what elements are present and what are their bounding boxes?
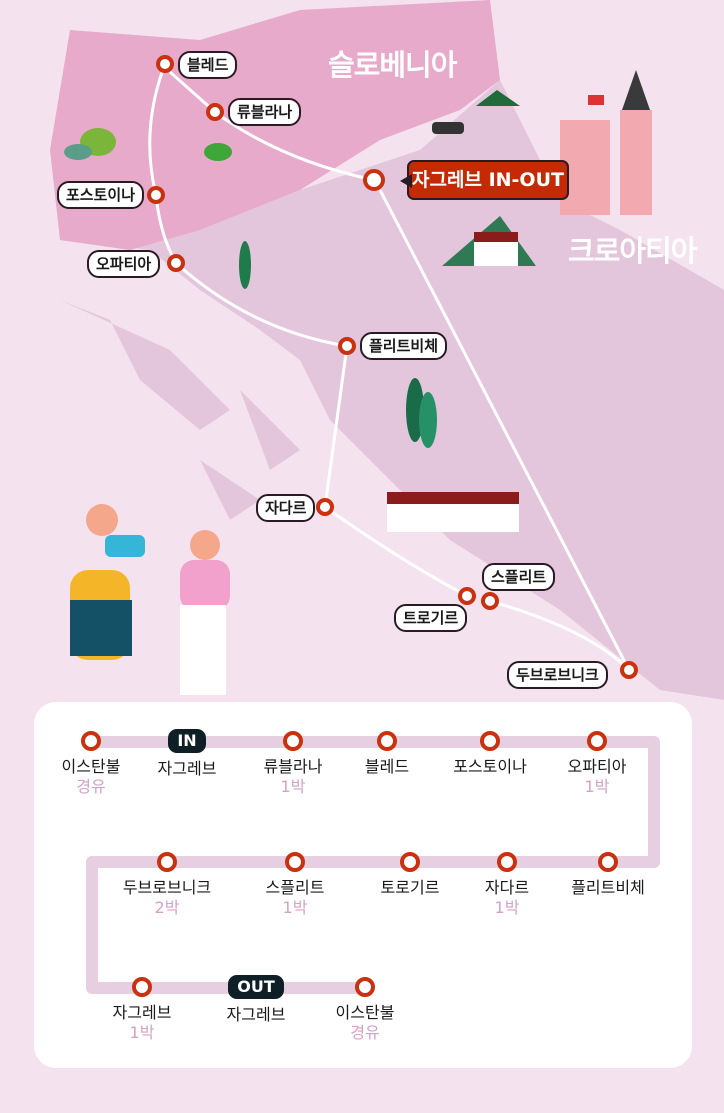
stop-note: 1박 xyxy=(280,777,306,796)
travelers-illustration xyxy=(70,504,230,695)
mountain-icon xyxy=(476,90,520,106)
stop-name: 이스탄불 xyxy=(61,757,121,776)
stop-marker xyxy=(157,852,177,872)
itinerary-stop[interactable]: 토로기르 xyxy=(355,852,465,898)
route-lines xyxy=(148,63,631,672)
stop-marker xyxy=(377,731,397,751)
stop-note: 1박 xyxy=(129,1023,155,1042)
stop-marker xyxy=(355,977,375,997)
stop-note: 1박 xyxy=(584,777,610,796)
stop-note: 1박 xyxy=(494,898,520,917)
stop-note: 2박 xyxy=(154,898,180,917)
stop-marker xyxy=(598,852,618,872)
map-label-ljubljana: 류블라나 xyxy=(228,98,302,126)
map-marker-split[interactable] xyxy=(481,592,499,610)
stop-note: 경유 xyxy=(76,777,106,796)
map-label-plitvice: 플리트비체 xyxy=(360,332,448,360)
stop-name: 자그레브 xyxy=(112,1003,172,1022)
town-illustration xyxy=(387,216,536,532)
stop-name: 이스탄불 xyxy=(335,1003,395,1022)
in-badge: IN xyxy=(168,729,206,753)
stop-name: 오파티아 xyxy=(567,757,627,776)
stop-marker xyxy=(480,731,500,751)
stop-name: 두브로브니크 xyxy=(122,878,212,897)
stop-note: 경유 xyxy=(350,1023,380,1042)
stop-name: 토로기르 xyxy=(380,878,440,897)
stop-name: 블레드 xyxy=(364,757,410,776)
map-label-dubrovnik: 두브로브니크 xyxy=(507,661,608,689)
itinerary-stop[interactable]: 플리트비체 xyxy=(553,852,663,898)
stop-name: 자다르 xyxy=(484,878,530,897)
coast-islands xyxy=(60,300,300,520)
stop-marker xyxy=(400,852,420,872)
map-marker-ljubljana[interactable] xyxy=(206,103,224,121)
out-badge: OUT xyxy=(228,975,284,999)
stop-name: 플리트비체 xyxy=(571,878,645,897)
map-marker-plitvice[interactable] xyxy=(338,337,356,355)
map-label-opatija: 오파티아 xyxy=(87,250,161,278)
itinerary-stop[interactable]: OUT 자그레브 xyxy=(201,975,311,1025)
car-icon xyxy=(432,122,464,134)
map-marker-bled[interactable] xyxy=(156,55,174,73)
map-label-split: 스플리트 xyxy=(482,563,556,591)
stop-marker xyxy=(81,731,101,751)
stop-marker xyxy=(497,852,517,872)
itinerary-stop[interactable]: 블레드 xyxy=(332,731,442,777)
stop-name: 류블라나 xyxy=(263,757,323,776)
map-label-postojna: 포스토이나 xyxy=(57,181,145,209)
itinerary-stop[interactable]: 포스토이나 xyxy=(435,731,545,777)
country-label-slovenia: 슬로베니아 xyxy=(328,48,457,82)
tree-icon xyxy=(239,241,437,448)
croatia-region xyxy=(60,80,724,700)
stop-marker xyxy=(132,977,152,997)
itinerary-stop[interactable]: IN 자그레브 xyxy=(132,729,242,779)
map-marker-opatija[interactable] xyxy=(167,254,185,272)
stop-note: 1박 xyxy=(282,898,308,917)
map-label-zadar: 자다르 xyxy=(256,494,316,522)
itinerary-card xyxy=(34,702,692,1068)
stop-marker xyxy=(283,731,303,751)
map-marker-dubrovnik[interactable] xyxy=(620,661,638,679)
stop-name: 포스토이나 xyxy=(453,757,527,776)
map-label-bled: 블레드 xyxy=(178,51,238,79)
bush-icon xyxy=(64,128,232,161)
stop-marker xyxy=(587,731,607,751)
map-marker-zadar[interactable] xyxy=(316,498,334,516)
church-illustration xyxy=(560,70,652,215)
map-label-trogir: 트로기르 xyxy=(394,604,468,632)
map-marker-zagreb[interactable] xyxy=(363,169,385,191)
zagreb-callout: 자그레브 IN-OUT xyxy=(400,160,569,200)
stop-name: 스플리트 xyxy=(265,878,325,897)
stop-name: 자그레브 xyxy=(226,1005,286,1024)
map-marker-trogir[interactable] xyxy=(458,587,476,605)
country-label-croatia: 크로아티아 xyxy=(568,234,697,268)
stop-marker xyxy=(285,852,305,872)
map-marker-postojna[interactable] xyxy=(147,186,165,204)
stop-name: 자그레브 xyxy=(157,759,217,778)
